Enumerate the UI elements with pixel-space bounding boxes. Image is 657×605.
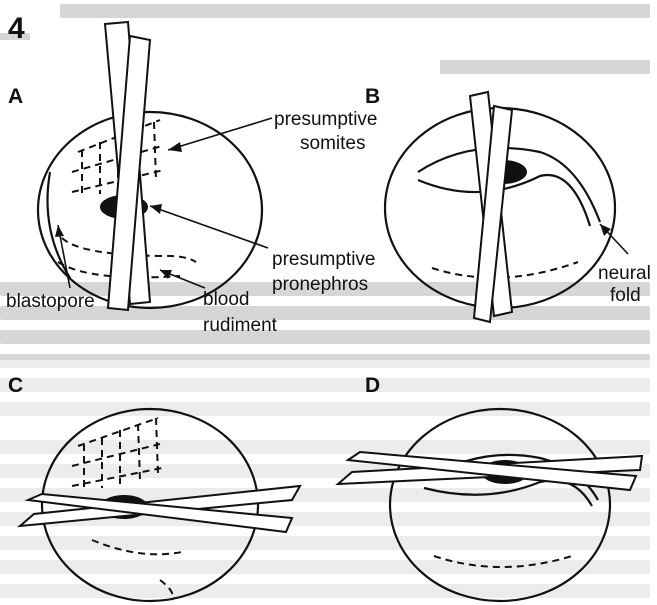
label-blastopore: blastopore xyxy=(6,291,95,312)
label-blood-2: rudiment xyxy=(203,315,278,336)
label-pronephros-1: presumptive xyxy=(272,249,376,270)
label-neural-1: neural xyxy=(598,263,651,284)
panel-label-d: D xyxy=(365,374,380,397)
panel-label-b: B xyxy=(365,85,380,108)
panel-label-a: A xyxy=(8,85,23,108)
label-neural-2: fold xyxy=(610,285,641,306)
panel-label-c: C xyxy=(8,374,23,397)
label-somites-1: presumptive xyxy=(274,109,378,130)
label-somites-2: somites xyxy=(300,133,365,154)
label-pronephros-2: pronephros xyxy=(272,274,368,295)
label-blood-1: blood xyxy=(203,289,250,310)
figure-number: 4 xyxy=(8,12,25,45)
